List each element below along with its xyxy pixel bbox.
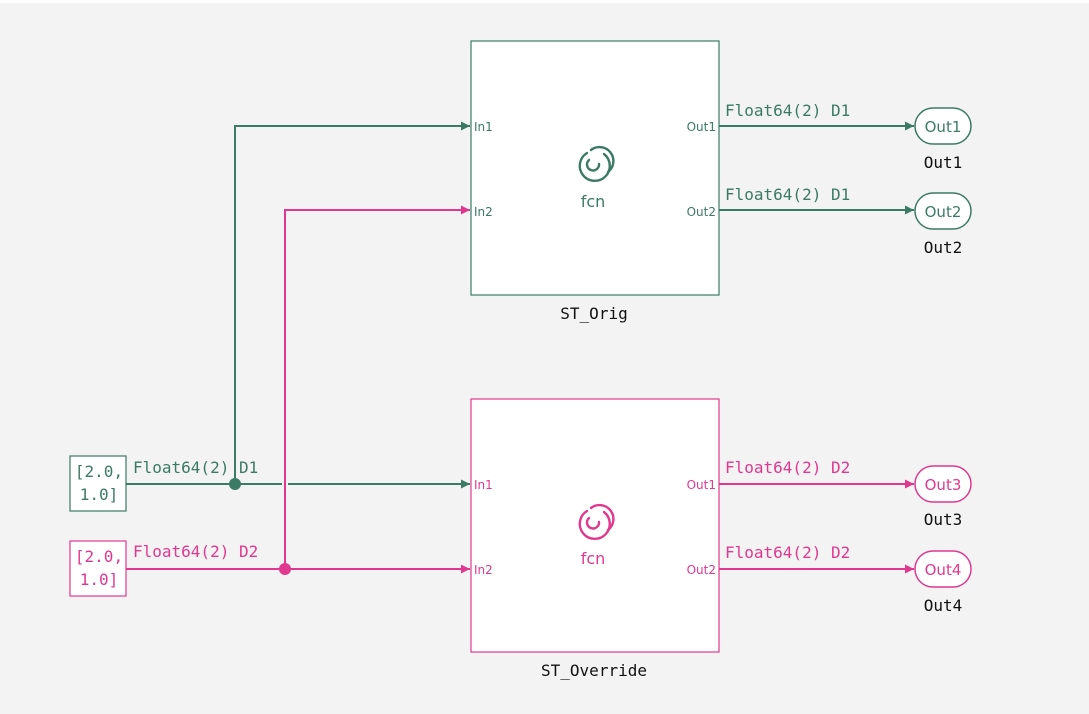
outport-block-out3[interactable]: Out3 [914,465,972,503]
in-port-label: In1 [474,478,493,492]
outport-block-out4[interactable]: Out4 [914,550,972,588]
out-port-label: Out1 [687,478,716,492]
branch-point-d1 [229,478,241,490]
outport-inner-label: Out1 [925,118,962,136]
outport-inner-label: Out3 [925,476,962,494]
function-label: fcn [581,549,606,568]
in-port-label: In1 [474,120,493,134]
outport-inner-label: Out4 [925,561,962,579]
subsystem-st-orig[interactable]: In1 In2 Out1 Out2 fcn [470,40,720,296]
in-port-label: In2 [474,563,493,577]
outport-caption: Out1 [924,153,963,172]
signal-label-out3: Float64(2) D2 [725,458,850,477]
outport-block-out2[interactable]: Out2 [914,192,972,230]
outport-caption: Out4 [924,596,963,615]
signal-label-out1: Float64(2) D1 [725,101,850,120]
constant-block-d2[interactable]: [2.0, 1.0] [69,540,127,597]
signal-label-d2: Float64(2) D2 [133,542,258,561]
outport-caption: Out3 [924,510,963,529]
constant-value-line1: [2.0, [75,547,123,566]
subsystem-name: ST_Override [541,661,647,680]
constant-block-d1[interactable]: [2.0, 1.0] [69,455,127,512]
out-port-label: Out2 [687,563,716,577]
outport-block-out1[interactable]: Out1 [914,107,972,145]
signal-line-d1-branch[interactable] [234,121,470,484]
matlab-function-icon [578,145,615,183]
function-label: fcn [581,192,606,211]
constant-value-line2: 1.0] [80,570,119,589]
signal-label-d1: Float64(2) D1 [133,458,258,477]
matlab-function-icon [578,503,615,541]
out-port-label: Out2 [687,205,716,219]
in-port-label: In2 [474,205,493,219]
subsystem-st-override[interactable]: In1 In2 Out1 Out2 fcn [470,398,720,653]
signal-line-d2-branch[interactable] [284,205,470,569]
outport-inner-label: Out2 [925,203,962,221]
subsystem-name: ST_Orig [560,304,627,323]
signal-label-out4: Float64(2) D2 [725,543,850,562]
signal-label-out2: Float64(2) D1 [725,185,850,204]
branch-point-d2 [279,563,291,575]
out-port-label: Out1 [687,120,716,134]
constant-value-line1: [2.0, [75,462,123,481]
outport-caption: Out2 [924,238,963,257]
constant-value-line2: 1.0] [80,485,119,504]
